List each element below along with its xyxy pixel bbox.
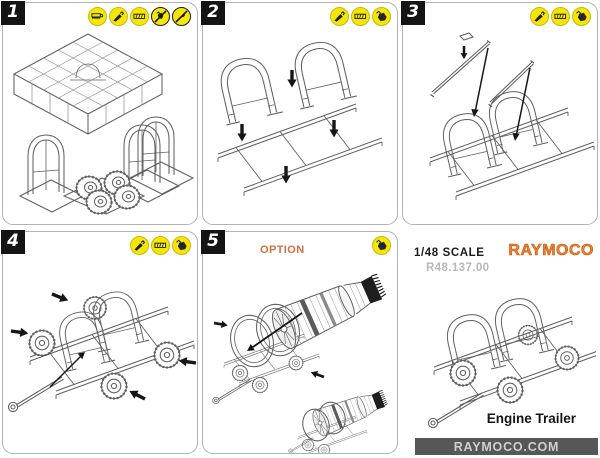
info-cell: 1/48 SCALE R48.137.00 RAYMOCO Engine Tra… (402, 231, 598, 458)
sand-icon (551, 7, 570, 26)
step-2-icons (330, 7, 391, 26)
step-5-cell: 5 OPTION (201, 230, 398, 454)
sand-icon (130, 7, 149, 26)
step-5-illustration (212, 265, 392, 453)
website-url: RAYMOCO.COM (453, 439, 560, 454)
step-4-illustration (7, 286, 196, 413)
website-bar: RAYMOCO.COM (415, 438, 598, 455)
step-1-number: 1 (1, 1, 25, 25)
step-2-illustration (211, 35, 383, 197)
brand-logo: RAYMOCO (508, 242, 594, 260)
option-label: OPTION (260, 244, 305, 256)
step-5-icons (372, 236, 391, 255)
step-4-icons (130, 236, 191, 255)
step-3-cell: 3 (401, 1, 598, 225)
glue-icon (172, 236, 191, 255)
step-2-number: 2 (201, 1, 225, 25)
step-3-number: 3 (401, 1, 425, 25)
step-1-illustration (12, 33, 194, 215)
knife-icon (130, 236, 149, 255)
product-name: Engine Trailer (486, 411, 576, 426)
no-glue-icon (151, 7, 170, 26)
step-3-illustration (429, 32, 595, 201)
step-2-cell: 2 (201, 1, 398, 225)
no-paint-icon (172, 7, 191, 26)
sand-icon (351, 7, 370, 26)
step-4-number: 4 (1, 230, 25, 254)
glue-icon (372, 236, 391, 255)
knife-icon (109, 7, 128, 26)
sand-icon (151, 236, 170, 255)
product-code: R48.137.00 (426, 262, 490, 274)
step-3-icons (530, 7, 591, 26)
knife-icon (530, 7, 549, 26)
step-4-cell: 4 (1, 230, 198, 454)
scale-label: 1/48 SCALE (414, 247, 485, 259)
step-1-cell: 1 (1, 1, 198, 225)
knife-icon (330, 7, 349, 26)
step-5-number: 5 (201, 230, 225, 254)
glue-icon (572, 7, 591, 26)
step-1-icons (88, 7, 191, 26)
saw-icon (88, 7, 107, 26)
glue-icon (372, 7, 391, 26)
